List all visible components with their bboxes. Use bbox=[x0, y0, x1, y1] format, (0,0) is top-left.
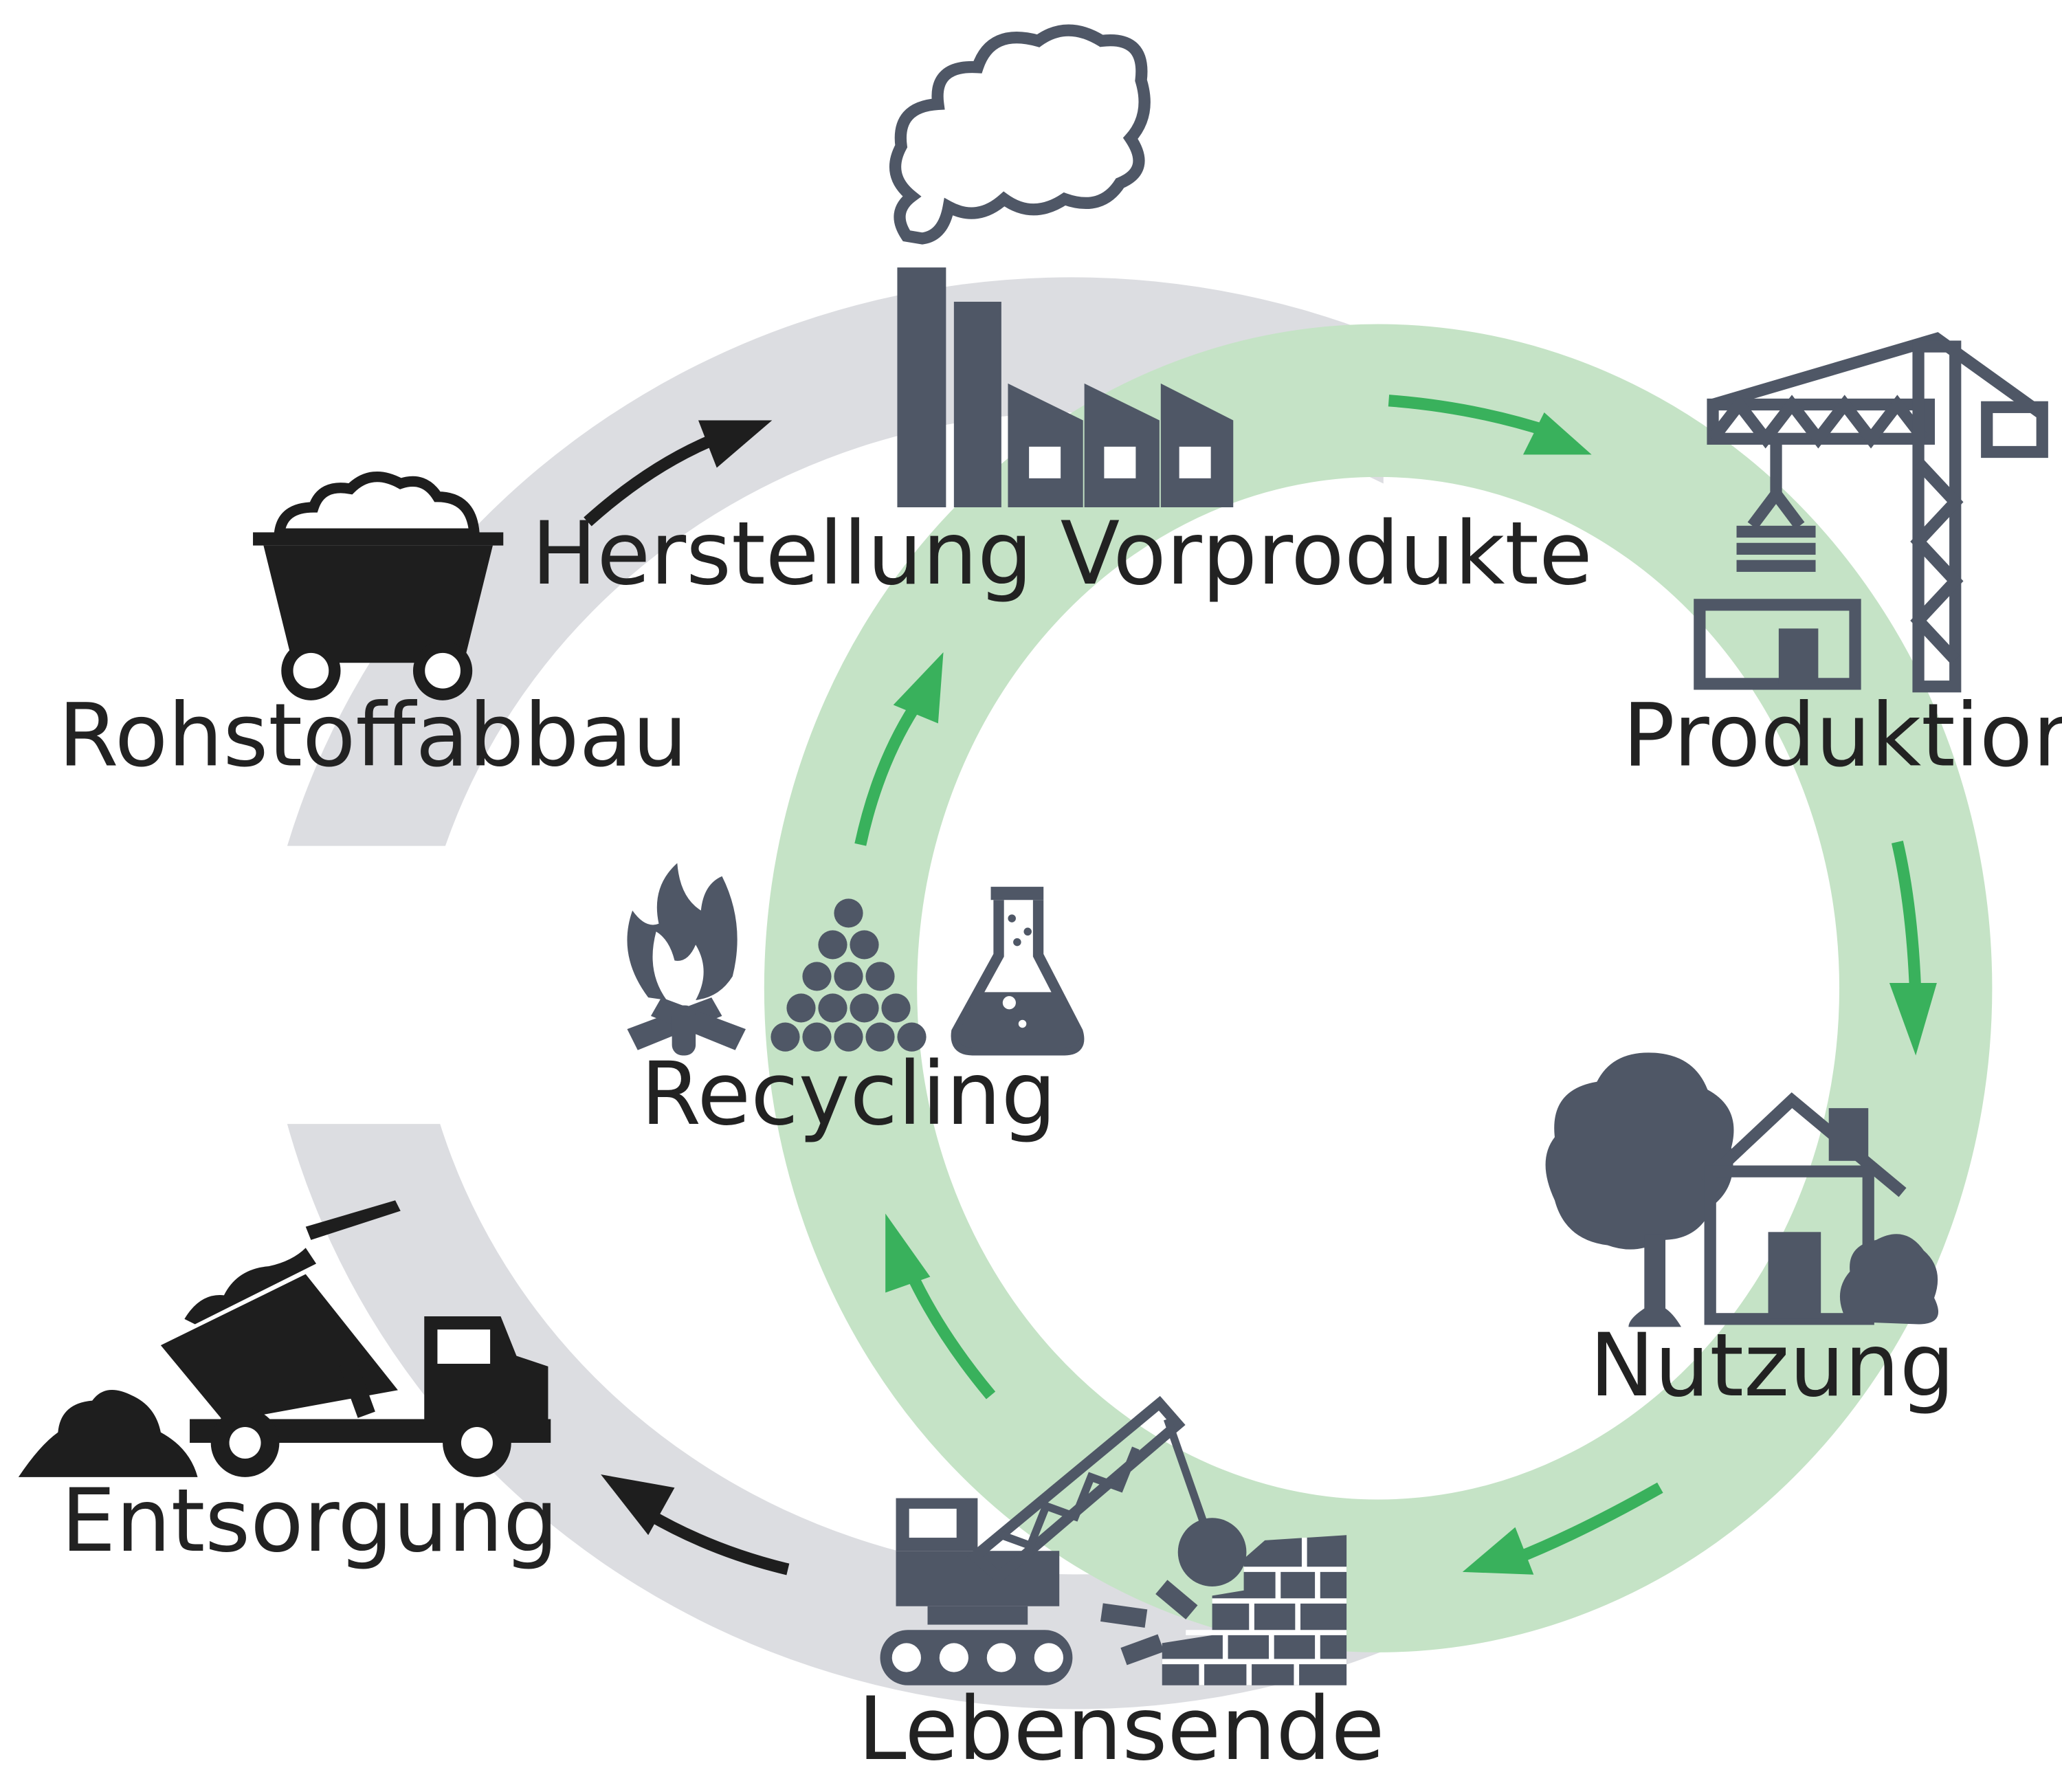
demolition-crane-icon bbox=[880, 1395, 1247, 1685]
arrow-herstellung-to-produktion bbox=[1388, 395, 1557, 439]
arrow-lebensende-to-recycling-head bbox=[885, 1213, 931, 1293]
label-lebensende: Lebensende bbox=[858, 1679, 1384, 1780]
brick-stack-icon bbox=[1736, 525, 1819, 684]
fire-icon bbox=[627, 863, 746, 1056]
label-produktion: Produktion bbox=[1623, 685, 2062, 786]
arrow-nutzung-to-lebensende-head bbox=[1462, 1527, 1534, 1575]
label-entsorgung: Entsorgung bbox=[61, 1470, 559, 1571]
arrow-recycling-to-herstellung bbox=[854, 704, 920, 846]
dump-truck-icon bbox=[18, 1200, 551, 1477]
green-arrows bbox=[854, 395, 1937, 1575]
arrow-herstellung-to-produktion-head bbox=[1522, 412, 1592, 455]
label-recycling: Recycling bbox=[641, 1043, 1056, 1144]
spheres-pyramid-icon bbox=[771, 898, 927, 1052]
brick-wall-mortar bbox=[1162, 1538, 1347, 1685]
arrow-lebensende-to-entsorgung bbox=[645, 1509, 790, 1575]
label-rohstoffabbau: Rohstoffabbau bbox=[58, 685, 688, 786]
crane-icon bbox=[1694, 332, 2048, 693]
lab-flask-icon bbox=[951, 887, 1085, 1056]
factory-icon bbox=[889, 24, 1234, 508]
label-nutzung: Nutzung bbox=[1590, 1315, 1955, 1416]
label-herstellung: Herstellung Vorprodukte bbox=[531, 503, 1593, 604]
black-arrows bbox=[584, 420, 790, 1575]
arrow-lebensende-to-entsorgung-head bbox=[601, 1474, 675, 1536]
arrow-nutzung-to-lebensende bbox=[1513, 1482, 1663, 1564]
arrow-recycling-to-herstellung-head bbox=[893, 652, 944, 724]
arrow-produktion-to-nutzung-head bbox=[1889, 983, 1937, 1056]
arrow-rohstoff-to-herstellung-head bbox=[698, 420, 773, 468]
arrow-produktion-to-nutzung bbox=[1891, 840, 1922, 1004]
arrow-lebensende-to-recycling bbox=[903, 1266, 996, 1400]
mine-cart-icon bbox=[253, 472, 504, 700]
house-tree-icon bbox=[1545, 1052, 1939, 1327]
arrow-rohstoff-to-herstellung bbox=[584, 430, 724, 527]
